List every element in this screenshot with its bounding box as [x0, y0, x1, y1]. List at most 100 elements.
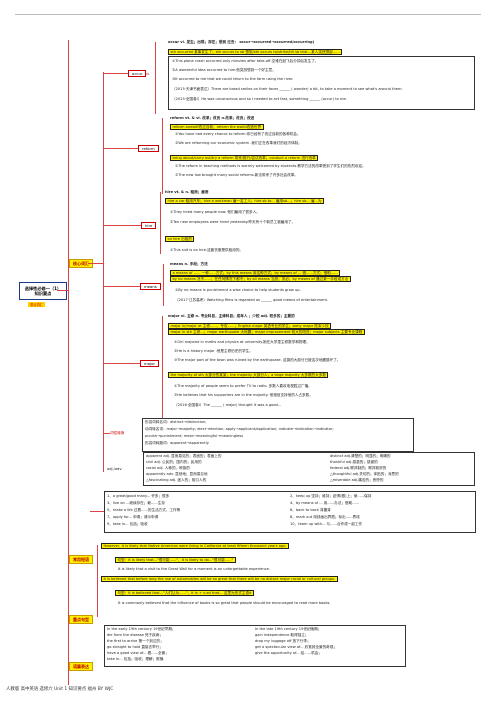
adjadv-box [143, 452, 475, 486]
occur-branch [155, 42, 156, 114]
wordform-connector [104, 433, 110, 434]
occur-ex4: （2015·天津书面表达）There are broad smiles on t… [172, 87, 403, 91]
adjadv-l4: apparently adv. 显然地；显而易见地 [146, 472, 208, 476]
grammar-l1: In the early 19th century 19世纪早期； [107, 627, 176, 631]
reform-connector [104, 148, 138, 149]
phrases-box [104, 491, 476, 533]
section-patterns-label: 重点句型 [69, 615, 93, 624]
section-grammar-label: 语篇表达 [69, 662, 93, 671]
grammar-l3: the first to arrive 第一个到达的； [107, 639, 164, 643]
adjadv-r1: distinct adj.清楚的；明显的；明确的 [330, 454, 391, 458]
top-rule [15, 14, 481, 15]
occur-head: occur vi. 发生；出现；存在；想到 过去： occur→occurred… [168, 40, 315, 44]
means-head: means n. 手段；方法 [170, 262, 208, 266]
occur-ex3: ③It occurred to me that we could return … [172, 77, 294, 81]
root-title-line1: 选择性必修一（1） [24, 286, 62, 291]
occur-connector [104, 73, 128, 74]
grammar-l6: take in... 包括；吸收；理解；欺骗 [107, 657, 164, 661]
major-sub2: the majority of sth 大部分的某某；the majority … [168, 372, 329, 379]
word-means: means [140, 283, 161, 290]
wordform-box [142, 418, 414, 452]
major-ex6: （2016·全国卷Ⅰ）The ______ ( major) thought i… [174, 403, 282, 407]
means-sub: a means of ...... 一种......方式；by this mea… [170, 270, 341, 277]
section-phrases-label: 常用短语 [69, 555, 93, 564]
means-connector [104, 286, 140, 287]
vocab-connector [88, 263, 103, 264]
pattern-p2: It is believed that before long the use … [101, 576, 338, 583]
major-head: major vi. 主修 n. 专业科目，主修科目；成年人 ；少校 adj. 较… [168, 314, 295, 318]
grammar-l4: go straight to hold 直接去举行； [107, 645, 163, 649]
major-ex1: ①Girl majored in maths and physics at un… [174, 340, 310, 344]
occur-ex5: （2015·全国卷Ⅰ）He was unconscious and so I n… [172, 97, 347, 101]
pattern-p1c: It is likely that a visit to the Great W… [118, 567, 270, 571]
phrase-l3: 5、make a life 过着......的生活方式，工作等 [107, 508, 181, 512]
wordform-l2: 动词转名词：major→majority; elect→election; ap… [145, 427, 334, 431]
patterns-branch [97, 545, 98, 617]
wordform-l3: punish→punishment; mean→meaningful→meani… [145, 434, 243, 438]
reform-ex3: ①The reform in teaching methods is warml… [175, 164, 366, 168]
word-hire: hire [141, 222, 157, 229]
hire-ex2: ②Ten new employees were hired yesterday.… [170, 220, 296, 224]
phrases-connector [90, 511, 104, 512]
adjadv-r3: federal adj.联邦制的；联邦政府的 [330, 466, 387, 470]
wordform-l1: 形容词转名词：distinct→distinction; [145, 420, 207, 424]
means-sub-b: by no means 决不......；在任何情况下都不；by all mea… [170, 276, 351, 283]
hire-sub2: on hire 出租的 [165, 236, 195, 243]
hire-head: hire vt. & n. 租用；雇用 [165, 190, 209, 194]
occur-examples-box [168, 56, 475, 110]
major-ex2: ②He is a history major .他是主修历史的学生。 [174, 349, 253, 353]
main-spine [68, 40, 69, 685]
major-ex3: ③The major part of the town was ruined b… [174, 358, 341, 362]
word-reform: reform [138, 145, 159, 152]
root-node: 选择性必修一（1） 知识要点 [19, 282, 67, 300]
phrase-r5: 10、team up with... 与......合作或一起工作 [290, 522, 363, 526]
grammar-l2: die from the disease 死于疾病； [107, 633, 163, 637]
vocab-spine [103, 72, 104, 472]
root-title-line2: 知识要点 [34, 291, 52, 296]
means-branch [163, 264, 164, 306]
reform-head: reform vt. & vi. 改革；改良 n.改革；改良；改进 [170, 116, 255, 120]
reform-ex2: ②We are reforming our economic system .我… [175, 141, 302, 145]
wordform-l4: 形容词转副词：apparent→apparently [145, 441, 209, 445]
reform-sub: reform oneself改过自新；reform the world改造世界 [170, 124, 264, 131]
phrase-l4: 7、apply for... 申请；请示申请 [107, 515, 159, 519]
root-tag: 重点词汇 [28, 302, 45, 307]
grammar-r2: gain independence 取得独立； [255, 633, 309, 637]
occur-sub: sth occurred 某事发生了；sth occurs to sb 想到/s… [168, 49, 343, 56]
major-ex5: ②He believes that his supporters are in … [174, 393, 313, 397]
phrase-l2: 3、live on ...继续存在；赖......生存 [107, 501, 166, 505]
wordform-label: 词性转换 [110, 431, 125, 435]
word-major: major [140, 360, 159, 367]
phrase-l5: 9、take in... 包括；吸收 [107, 522, 148, 526]
grammar-box [104, 625, 406, 667]
grammar-r4: get a spectacular view of... 欣赏到全景的奇观； [255, 645, 337, 649]
pattern-p1: However, it is likely that Native Americ… [101, 543, 289, 550]
pattern-p2c: It is commonly believed that the influen… [118, 601, 331, 605]
reform-ex1: ①You have had every chance to reform.你已经… [175, 132, 301, 136]
adjadv-r4: △thoughtful adj.关切的；体贴的；深思的 [330, 472, 399, 476]
phrase-r4: 8、mark out 用线画出界限；标出......界线 [290, 515, 360, 519]
adjadv-l2: civil adj. 公民的；国内的；民用的 [146, 460, 202, 464]
page-footer: 人教版 高中英语 选修六 Unit 1 知识要点 福州 BY WJC [6, 687, 114, 692]
adjadv-label: adj./adv. [107, 467, 123, 471]
means-ex1: ①By no means is punishment a wise choice… [175, 288, 301, 292]
reform-branch [162, 118, 163, 194]
occur-ex2: ②A wonderful idea occurred to him.他突然想到一… [172, 68, 276, 72]
grammar-l5: have a good view of... 看......全景； [107, 651, 169, 655]
adjadv-r2: thankful adj.感激的；感谢的 [330, 460, 378, 464]
major-ex4: ①The majority of people seem to prefer T… [174, 384, 312, 388]
phrase-r3: 6、back to back 背靠背 [290, 508, 331, 512]
phrase-r2: 4、by means of ... 用......办法；借助...... [290, 501, 360, 505]
reform-ex4: ②The new law brought many social reforms… [175, 173, 298, 177]
adjadv-l1: apparent adj. 显而易见的；表面的；表面上的 [146, 454, 222, 458]
hire-sub: hire a car 租用汽车；hire a workman 雇一名工人；hir… [165, 198, 325, 205]
major-branch [162, 316, 163, 424]
major-sub: major in/major at 主修......，专攻......；Engl… [168, 323, 332, 330]
word-occur: occur [128, 70, 147, 77]
grammar-r5: give the opportunity of... 给......机会； [255, 651, 322, 655]
adjadv-r5: △miserable adj.痛苦的；悲惨的 [330, 478, 384, 482]
hire-branch [160, 192, 161, 254]
grammar-r3: drop my luggage off 放下行李； [255, 639, 311, 643]
means-ex2: （2017·江苏高考）Watching films is regarded as… [175, 298, 329, 302]
hire-ex3: ①This suit is on hire.这套衣服是供租用的。 [170, 248, 244, 252]
